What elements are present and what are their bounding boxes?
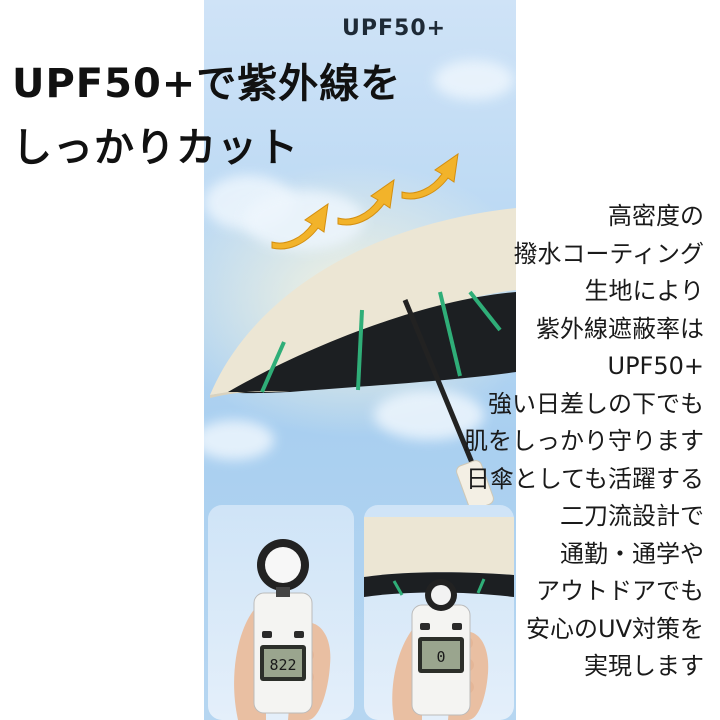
- uv-arrow-icon: [271, 202, 329, 250]
- uv-meter-photo-sun: 822: [208, 505, 354, 720]
- cloud: [374, 390, 484, 440]
- description-line: 二刀流設計で: [560, 502, 704, 530]
- description-line: 高密度の: [608, 202, 704, 230]
- description-line: 実現します: [584, 652, 704, 680]
- description-line: UPF50+: [607, 352, 705, 380]
- description-line: 紫外線遮蔽率は: [536, 314, 704, 343]
- headline-line-1: UPF50+で紫外線を: [12, 61, 402, 107]
- headline: UPF50+で紫外線を しっかりカット: [12, 52, 401, 180]
- feature-description: 高密度の 撥水コーティング 生地により 紫外線遮蔽率は UPF50+ 強い日差し…: [464, 198, 704, 686]
- headline-line-2: しっかりカット: [12, 125, 299, 171]
- description-line: 通勤・通学や: [560, 539, 704, 568]
- description-line: 生地により: [584, 277, 704, 305]
- description-line: 安心のUV対策を: [526, 614, 704, 643]
- uv-arrow-icon: [401, 152, 459, 200]
- cloud: [434, 60, 514, 100]
- description-line: アウトドアでも: [536, 577, 704, 605]
- description-line: 強い日差しの下でも: [488, 389, 704, 418]
- description-line: 肌をしっかり守ります: [464, 427, 704, 455]
- uv-arrow-icon: [337, 178, 395, 226]
- uv-meter-photo-shade: 0: [364, 505, 514, 720]
- cloud: [204, 420, 274, 460]
- description-line: 日傘としても活躍する: [465, 464, 704, 493]
- description-line: 撥水コーティング: [513, 239, 704, 268]
- meter-reading: 0: [436, 648, 445, 666]
- upf-badge: UPF50+: [342, 16, 447, 41]
- meter-reading: 822: [269, 656, 296, 674]
